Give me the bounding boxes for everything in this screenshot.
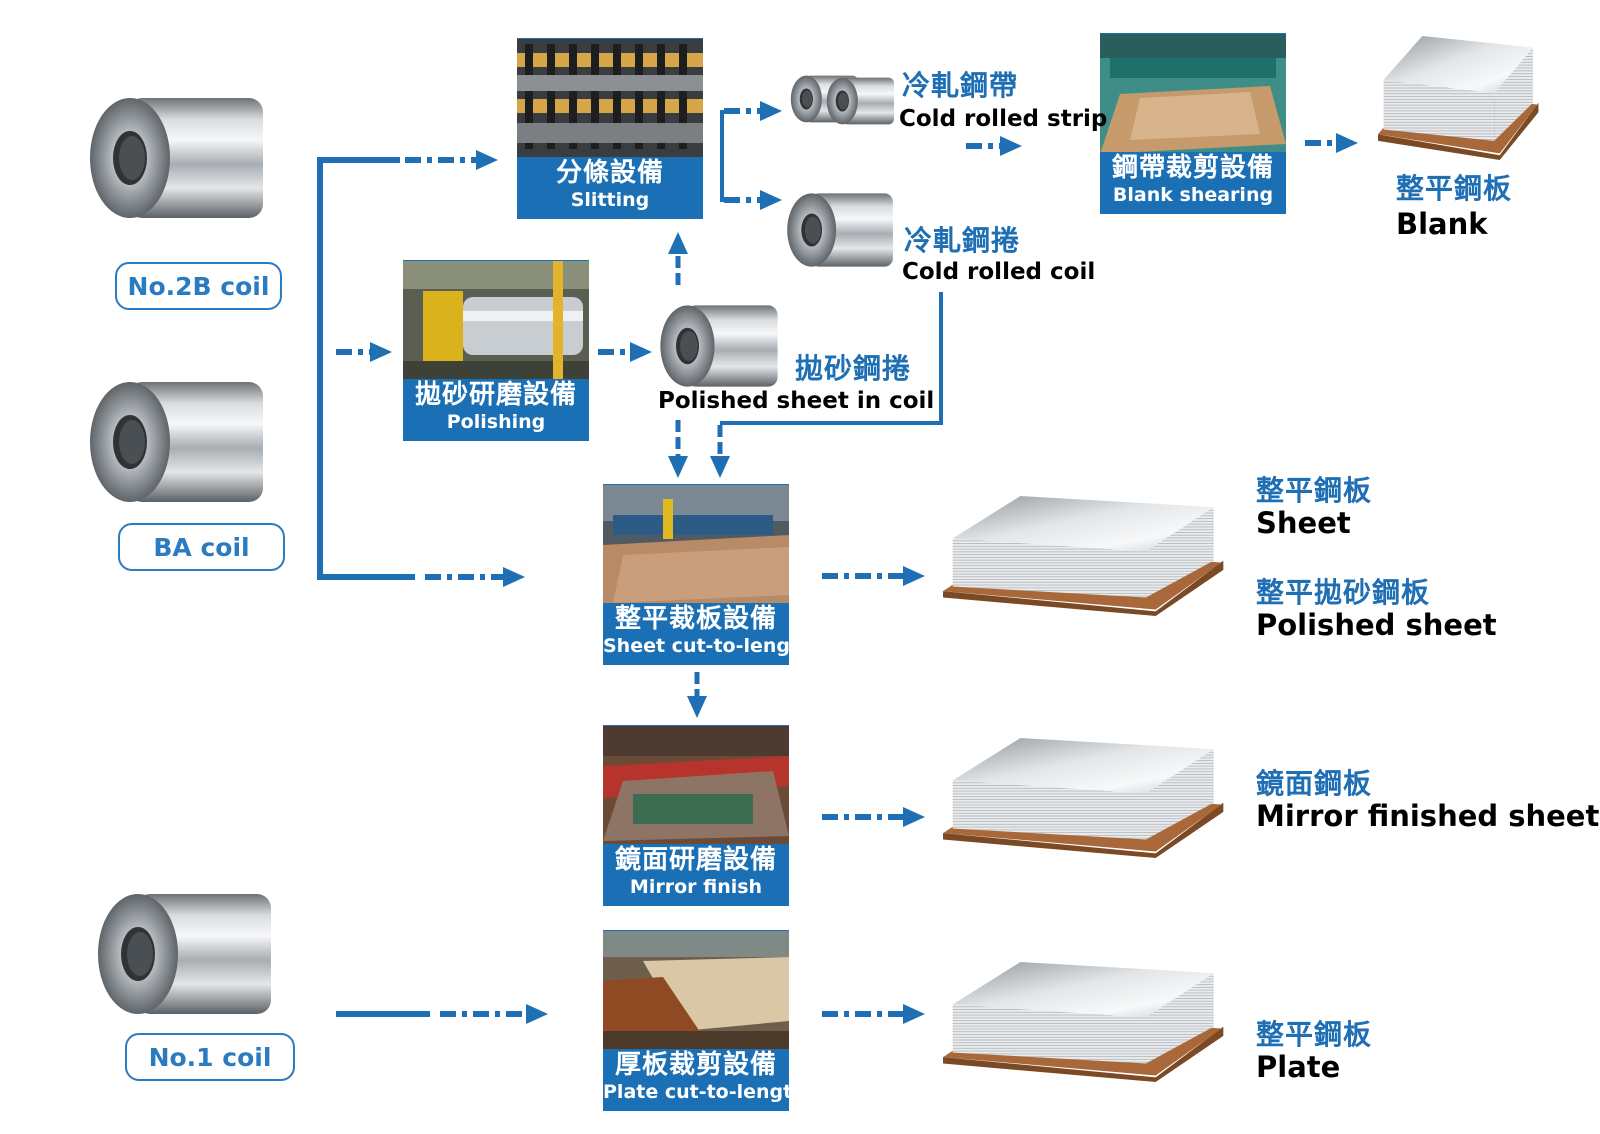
- blank-shearing-label-en: Blank shearing: [1112, 184, 1274, 206]
- cold-strip-coil-2: [826, 68, 896, 134]
- mirror-stack-image: [943, 738, 1233, 858]
- arrow-to-mirror-sheet-head: [903, 807, 925, 827]
- polishing-label-zh: 拋砂研磨設備: [414, 380, 577, 410]
- arrow-to-sheet-ctl-head: [503, 567, 525, 587]
- cold-coil-label-zh: 冷軋鋼捲: [904, 224, 1021, 257]
- slitting-label-zh: 分條設備: [555, 158, 664, 188]
- no2b-coil-badge: No.2B coil: [115, 262, 282, 310]
- arrow-to-cold-strip-head: [760, 101, 782, 121]
- cold-coil-label-en: Cold rolled coil: [902, 259, 1096, 285]
- blank-shearing-equipment: 鋼帶裁剪設備 Blank shearing: [1100, 33, 1286, 214]
- sheet-ctl-label-en: Sheet cut-to-length: [603, 635, 789, 657]
- mirror-photo: [603, 725, 789, 847]
- no1-coil-image: [96, 892, 276, 1016]
- blank-stack-image: [1378, 36, 1544, 160]
- sheet-stack-image: [943, 496, 1233, 616]
- arrow-to-slitting-head: [476, 150, 498, 170]
- arrow-to-plate-head: [903, 1004, 925, 1024]
- plate-stack-image: [943, 962, 1233, 1082]
- polished-coil-label-zh: 拋砂鋼捲: [795, 352, 912, 385]
- arrow-coil-to-sheet-ctl-head: [668, 456, 688, 478]
- slitting-photo: [517, 38, 703, 160]
- arrow-to-sheet-head: [903, 566, 925, 586]
- cold-strip-label-zh: 冷軋鋼帶: [902, 69, 1019, 102]
- polished-sheet-label-zh: 整平拋砂鋼板: [1256, 576, 1431, 609]
- polishing-equipment: 拋砂研磨設備 Polishing: [403, 260, 589, 441]
- arrow-to-blank-head: [1336, 133, 1358, 153]
- plate-label-zh: 整平鋼板: [1256, 1018, 1373, 1051]
- sheet-label-en: Sheet: [1256, 506, 1351, 540]
- ba-coil-image: [88, 380, 268, 504]
- arrow-to-plate-ctl-head: [526, 1004, 548, 1024]
- sheet-label-zh: 整平鋼板: [1256, 474, 1373, 507]
- cold-strip-label-en: Cold rolled strip: [899, 106, 1108, 132]
- slitting-equipment: 分條設備 Slitting: [517, 38, 703, 219]
- polished-coil-label-en: Polished sheet in coil: [658, 388, 935, 414]
- arrow-cold-coil-to-sheet-ctl-head: [710, 456, 730, 478]
- polishing-photo: [403, 260, 589, 382]
- plate-ctl-photo: [603, 930, 789, 1052]
- blank-label-zh: 整平鋼板: [1396, 172, 1513, 205]
- blank-shearing-photo: [1100, 33, 1286, 155]
- plate-label-en: Plate: [1256, 1050, 1341, 1084]
- cold-coil-image: [786, 192, 896, 268]
- mirror-sheet-label-zh: 鏡面鋼板: [1256, 767, 1373, 800]
- polished-coil-image: [656, 304, 784, 388]
- sheet-ctl-label-zh: 整平裁板設備: [614, 604, 777, 634]
- polished-sheet-label-en: Polished sheet: [1256, 608, 1497, 642]
- arrow-to-blank-shearing-head: [1000, 136, 1022, 156]
- plate-ctl-equipment: 厚板裁剪設備 Plate cut-to-length: [603, 930, 789, 1111]
- arrow-polishing-to-coil-head: [630, 342, 652, 362]
- sheet-ctl-equipment: 整平裁板設備 Sheet cut-to-length: [603, 484, 789, 665]
- no1-coil-badge: No.1 coil: [125, 1033, 295, 1081]
- arrow-sheet-ctl-to-mirror-head: [687, 696, 707, 718]
- ba-coil-badge: BA coil: [118, 523, 285, 571]
- plate-ctl-label-en: Plate cut-to-length: [603, 1081, 789, 1103]
- arrow-coil-to-slitting-head: [668, 232, 688, 254]
- mirror-label-en: Mirror finish: [629, 876, 763, 898]
- arrow-to-polishing-head: [370, 342, 392, 362]
- plate-ctl-label-zh: 厚板裁剪設備: [614, 1050, 777, 1080]
- mirror-sheet-label-en: Mirror finished sheet: [1256, 799, 1600, 833]
- blank-shearing-label-zh: 鋼帶裁剪設備: [1111, 153, 1274, 183]
- polishing-label-en: Polishing: [446, 411, 546, 433]
- no2b-coil-image: [88, 96, 268, 220]
- blank-label-en: Blank: [1396, 207, 1488, 241]
- mirror-label-zh: 鏡面研磨設備: [614, 845, 777, 875]
- slitting-label-en: Slitting: [570, 189, 650, 211]
- mirror-equipment: 鏡面研磨設備 Mirror finish: [603, 725, 789, 906]
- arrow-to-cold-coil-head: [760, 190, 782, 210]
- sheet-ctl-photo: [603, 484, 789, 606]
